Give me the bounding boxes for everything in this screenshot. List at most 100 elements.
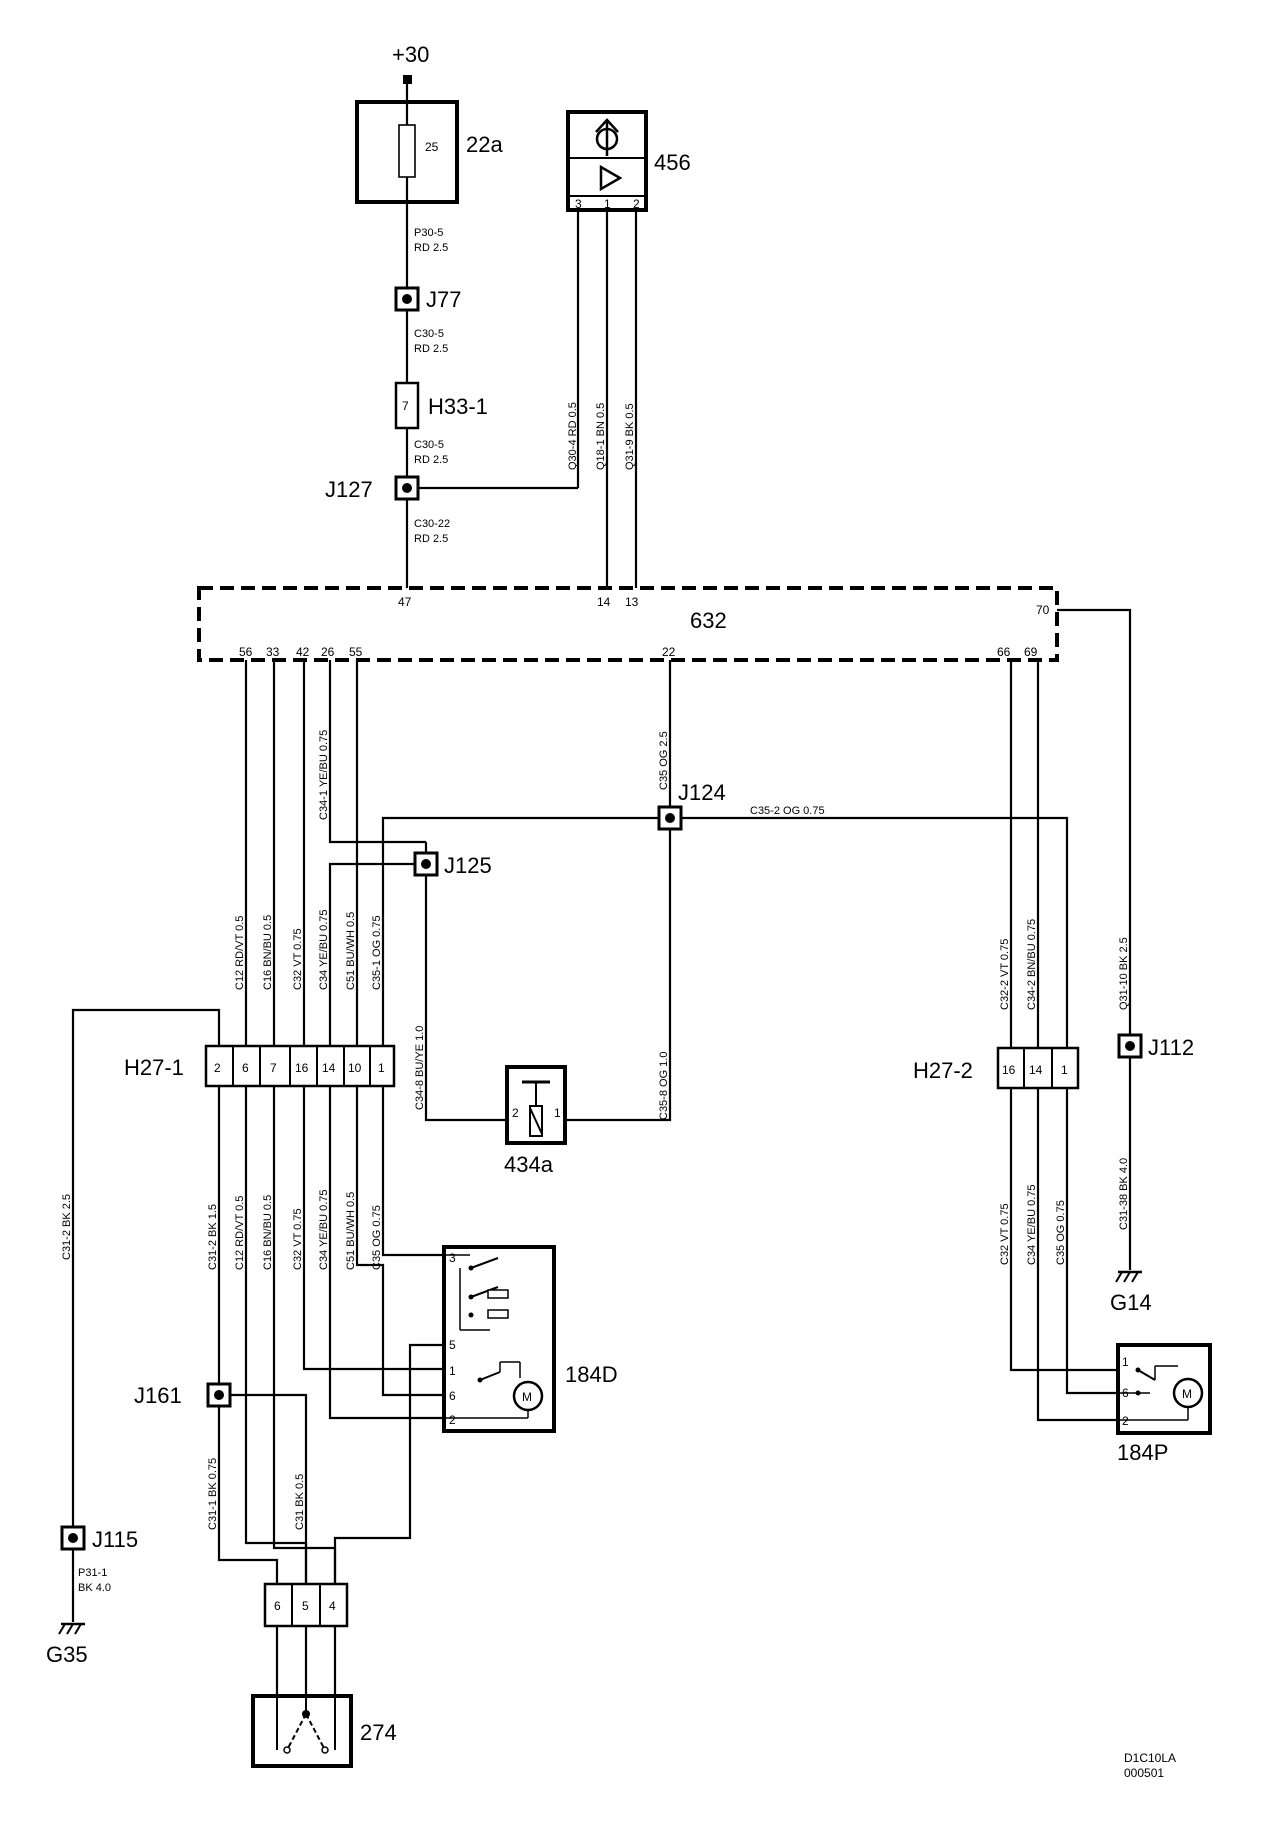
motor-p-pin-2: 2 [1122,1414,1129,1428]
relay-pin-2: 2 [512,1106,519,1120]
cu-pin-56: 56 [239,645,253,659]
wire-c32-dn: C32 VT 0.75 [292,1208,304,1270]
sensor-pin-2: 2 [633,197,640,211]
control-unit-label: 632 [690,608,727,633]
h27-2-label: H27-2 [913,1058,973,1083]
wire-c31-38: C31-38 BK 4.0 [1118,1158,1130,1230]
wire-c32-2: C32-2 VT 0.75 [999,939,1011,1010]
motor-p-pin-6: 6 [1122,1386,1129,1400]
cu-pin-70: 70 [1036,603,1050,617]
cu-pin-22: 22 [662,645,676,659]
control-unit-632: 632 47 14 13 56 33 42 26 55 22 66 69 70 [197,586,1059,662]
wire-c34-up: C34 YE/BU 0.75 [318,909,330,990]
cu-pin-47: 47 [398,595,412,609]
wire-c16-up: C16 BN/BU 0.5 [262,915,274,990]
wire-c35-p: C35 OG 0.75 [1055,1200,1067,1265]
wire-p30-5-id: P30-5 [414,227,443,239]
conn-274-pin-4: 4 [329,1599,336,1613]
wire-p30-5-spec: RD 2.5 [414,242,448,254]
h27-1-pin-2: 2 [214,1061,221,1075]
motor-d-pin-1: 1 [449,1364,456,1378]
connector-274: 6 5 4 [263,1582,349,1628]
cu-pin-55: 55 [349,645,363,659]
wire-c16-dn: C16 BN/BU 0.5 [262,1195,274,1270]
motor-184d: M 3 5 1 6 2 184D [442,1245,618,1433]
wire-c12-dn: C12 RD/VT 0.5 [234,1196,246,1270]
ground-g14: G14 [1110,1270,1152,1315]
h27-1-pin-14: 14 [322,1061,336,1075]
junction-j161: J161 [134,1382,232,1408]
fuse-label: 22a [466,132,503,157]
wire-c30-22-id: C30-22 [414,518,450,530]
motor-184p: M 1 6 2 184P [1116,1343,1212,1465]
wire-c34-1: C34-1 YE/BU 0.75 [318,730,330,820]
motor-d-pin-5: 5 [449,1338,456,1352]
h27-1-pin-16: 16 [295,1061,309,1075]
wire-q31-9: Q31-9 BK 0.5 [624,403,636,470]
wire-q30-4: Q30-4 RD 0.5 [567,402,579,470]
wire-c51-dn: C51 BU/WH 0.5 [345,1192,357,1270]
ground-g35: G35 [46,1622,88,1667]
h27-2-pin-1: 1 [1061,1063,1068,1077]
supply-label: +30 [392,42,429,67]
conn-274-pin-5: 5 [302,1599,309,1613]
relay-label: 434a [504,1152,554,1177]
j112-label: J112 [1148,1035,1194,1060]
connector-h33-1: 7 H33-1 [394,381,488,430]
wire-c31-2: C31-2 BK 2.5 [61,1194,73,1260]
j77-label: J77 [426,287,461,312]
wire-c34-2: C34-2 BN/BU 0.75 [1026,919,1038,1010]
wire-q31-10: Q31-10 BK 2.5 [1118,937,1130,1010]
motor-p-m: M [1182,1387,1192,1401]
wire-c30-5a-id: C30-5 [414,328,444,340]
junction-j127: J127 [325,475,420,502]
j127-label: J127 [325,477,373,502]
wire-c34-p: C34 YE/BU 0.75 [1026,1184,1038,1265]
conn-274-pin-6: 6 [274,1599,281,1613]
junction-j124: J124 [657,780,726,831]
connector-h27-2: H27-2 16 14 1 [913,1046,1080,1090]
wire-c30-5b-id: C30-5 [414,439,444,451]
motor-p-pin-1: 1 [1122,1355,1129,1369]
sensor-pin-1: 1 [604,197,611,211]
wire-c31-1: C31-1 BK 0.75 [207,1458,219,1530]
relay-434a: 2 1 434a [504,1065,567,1177]
wire-c34-8: C34-8 BU/YE 1.0 [414,1026,426,1110]
relay-pin-1: 1 [554,1106,561,1120]
supply-terminal: +30 [392,42,429,102]
wire-c30-5b-spec: RD 2.5 [414,454,448,466]
wire-c30-22-spec: RD 2.5 [414,533,448,545]
motor-d-pin-2: 2 [449,1413,456,1427]
connector-h27-1: H27-1 2 6 7 16 14 10 1 [124,1044,396,1088]
wire-c12-up: C12 RD/VT 0.5 [234,916,246,990]
junction-j112: J112 [1117,1033,1194,1060]
switch-274-label: 274 [360,1720,397,1745]
sensor-label: 456 [654,150,691,175]
cu-pin-13: 13 [625,595,639,609]
h33-pin: 7 [402,399,409,413]
junction-j115: J115 [60,1525,138,1552]
wire-c31-2b: C31-2 BK 1.5 [207,1204,219,1270]
j125-label: J125 [444,853,492,878]
motor-d-pin-3: 3 [449,1251,456,1265]
cu-pin-26: 26 [321,645,335,659]
reference-date: 000501 [1124,1766,1164,1780]
cu-pin-14: 14 [597,595,611,609]
fuse-22a: 25 22a [355,100,503,204]
h27-1-pin-1: 1 [378,1061,385,1075]
switch-274: 274 [251,1694,397,1768]
reference-code: D1C10LA [1124,1751,1176,1765]
wire-q18-1: Q18-1 BN 0.5 [595,403,607,470]
j124-label: J124 [678,780,726,805]
h27-2-pin-14: 14 [1029,1063,1043,1077]
wire-c35-1: C35-1 OG 0.75 [371,915,383,990]
wire-p31-1-spec: BK 4.0 [78,1582,111,1594]
junction-j125: J125 [413,851,492,878]
motor-d-pin-6: 6 [449,1389,456,1403]
h27-1-pin-7: 7 [270,1061,277,1075]
cu-pin-66: 66 [997,645,1011,659]
wire-p31-1-id: P31-1 [78,1567,107,1579]
wire-c30-5a-spec: RD 2.5 [414,343,448,355]
j115-label: J115 [92,1527,138,1552]
